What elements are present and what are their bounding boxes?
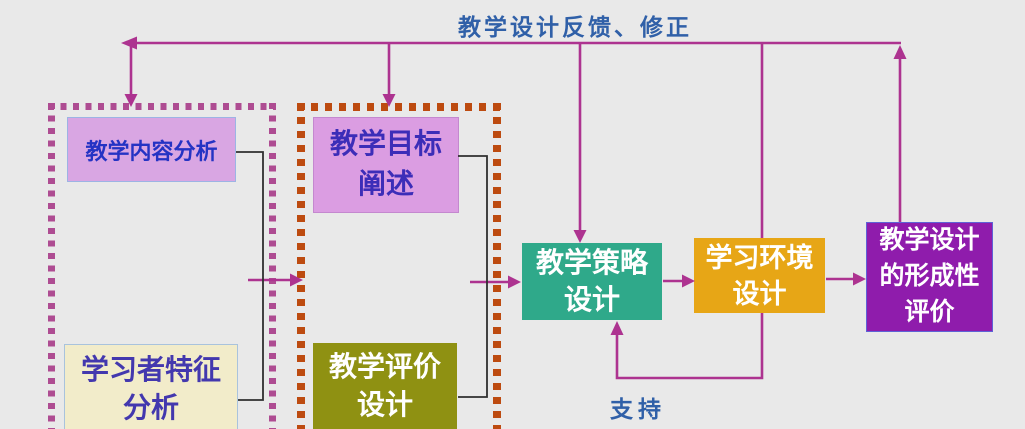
- arrowhead-down-strategy: [573, 230, 587, 243]
- node-objectives: 教学目标 阐述: [313, 117, 459, 213]
- node-strategy-design: 教学策略 设计: [522, 243, 662, 320]
- design-frame-top-border: [297, 103, 501, 111]
- design-frame-left-border: [297, 103, 305, 429]
- node-formative-evaluation: 教学设计 的形成性 评价: [866, 222, 993, 332]
- feedback-correction-label: 教学设计反馈、修正: [458, 15, 692, 40]
- node-label: 阐述: [357, 169, 414, 200]
- support-path: [615, 313, 764, 380]
- node-label: 评价: [904, 299, 955, 326]
- node-label: 设计: [732, 278, 787, 309]
- node-label: 分析: [122, 393, 179, 424]
- support-label: 支持: [610, 397, 666, 422]
- node-learner-analysis: 学习者特征 分析: [64, 344, 238, 429]
- arrowhead-up-support: [610, 321, 624, 335]
- node-label: 教学设计: [879, 227, 980, 254]
- node-label: 设计: [563, 284, 620, 316]
- node-environment-design: 学习环境 设计: [694, 238, 825, 313]
- design-frame-right-border: [493, 103, 501, 429]
- node-label: 学习环境: [705, 242, 814, 273]
- arrowhead-left-end: [121, 36, 137, 50]
- arrowhead-up-feedback: [893, 45, 907, 59]
- analysis-frame-top-border: [48, 103, 276, 110]
- node-label: 教学内容分析: [85, 138, 218, 164]
- node-label: 设计: [356, 390, 413, 421]
- design-group-frame: [297, 103, 501, 429]
- arrowhead-right-strategy: [508, 275, 521, 289]
- node-label: 的形成性: [879, 263, 980, 290]
- node-label: 教学评价: [328, 352, 441, 383]
- node-label: 教学策略: [535, 247, 648, 279]
- node-label: 学习者特征: [80, 355, 221, 386]
- node-label: 教学目标: [329, 129, 442, 160]
- node-evaluation-design: 教学评价 设计: [313, 343, 457, 429]
- node-content-analysis: 教学内容分析: [67, 117, 236, 182]
- analysis-frame-right-border: [269, 103, 276, 429]
- analysis-frame-left-border: [48, 103, 55, 429]
- arrowhead-right-evaluation: [853, 272, 866, 286]
- analysis-group-frame: [48, 103, 276, 429]
